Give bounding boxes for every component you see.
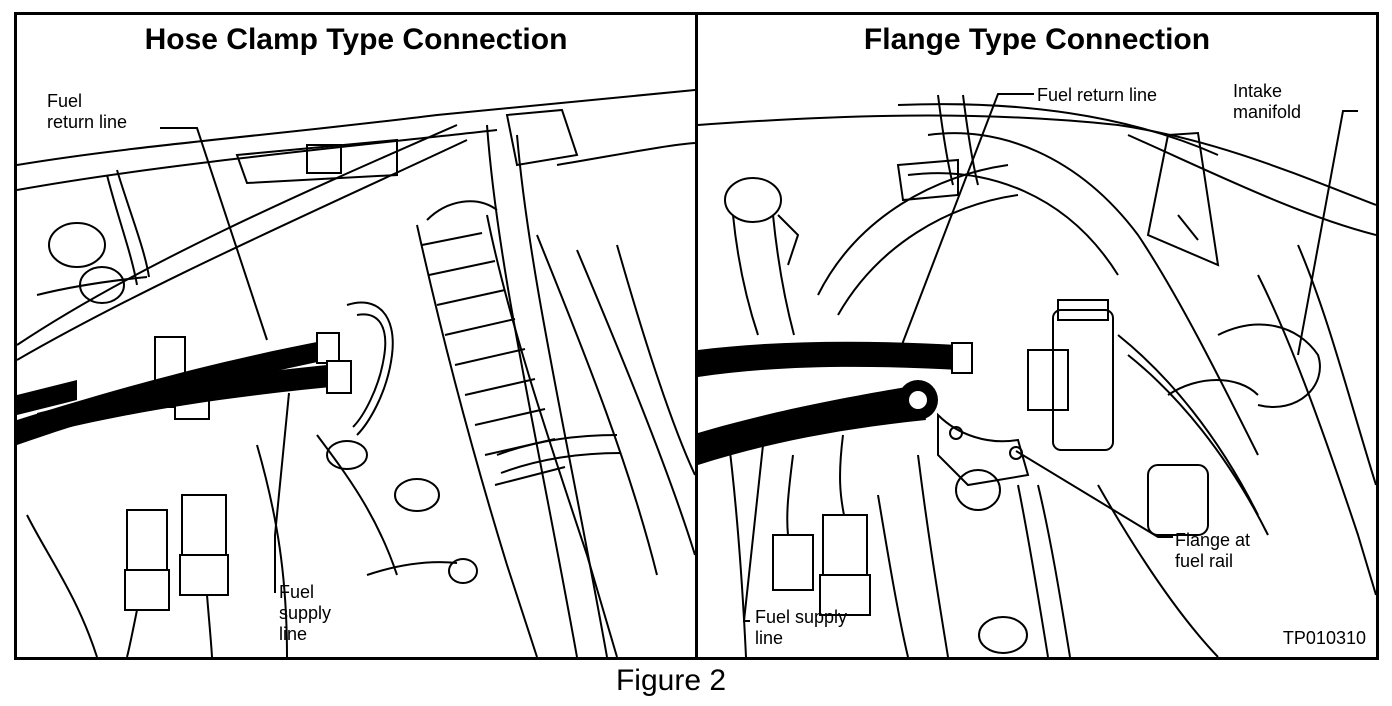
label-line: line [755, 628, 784, 648]
flange-panel: Flange Type Connection Fuel return line … [698, 15, 1376, 657]
panel-title: Flange Type Connection [863, 23, 1211, 56]
figure-code: TP010310 [1282, 628, 1366, 648]
intake-manifold-label: Intake manifold [1233, 81, 1301, 123]
flange-at-fuel-rail-label: Flange at fuel rail [1175, 530, 1250, 572]
flange-drawing [698, 93, 1376, 657]
fuel-return-line-label: Fuel return line [47, 91, 127, 133]
hose-clamp-drawing [17, 89, 695, 657]
label-line: Flange at [1175, 530, 1251, 550]
figure-caption: Figure 2 [0, 664, 1392, 698]
fuel-supply-line-label: Fuel supply line [755, 607, 847, 649]
fuel-supply-line-label: Fuel supply line [279, 582, 331, 645]
label-line: line [279, 624, 308, 644]
caption-text: Figure 2 [615, 664, 727, 697]
label-line: Fuel [279, 582, 315, 602]
fuel-return-line-label: Fuel return line [1037, 85, 1158, 105]
label-line: supply [279, 603, 332, 623]
hose-clamp-panel: Hose Clamp Type Connection Fuel return l… [17, 15, 698, 657]
label-line: return line [47, 112, 128, 132]
label-line: manifold [1233, 102, 1302, 122]
label-line: Intake [1233, 81, 1283, 101]
figure-frame: Hose Clamp Type Connection Fuel return l… [14, 12, 1379, 660]
label-line: fuel rail [1175, 551, 1234, 571]
label-line: Fuel [47, 91, 83, 111]
panel-title: Hose Clamp Type Connection [144, 23, 568, 56]
label-line: Fuel supply [755, 607, 848, 627]
